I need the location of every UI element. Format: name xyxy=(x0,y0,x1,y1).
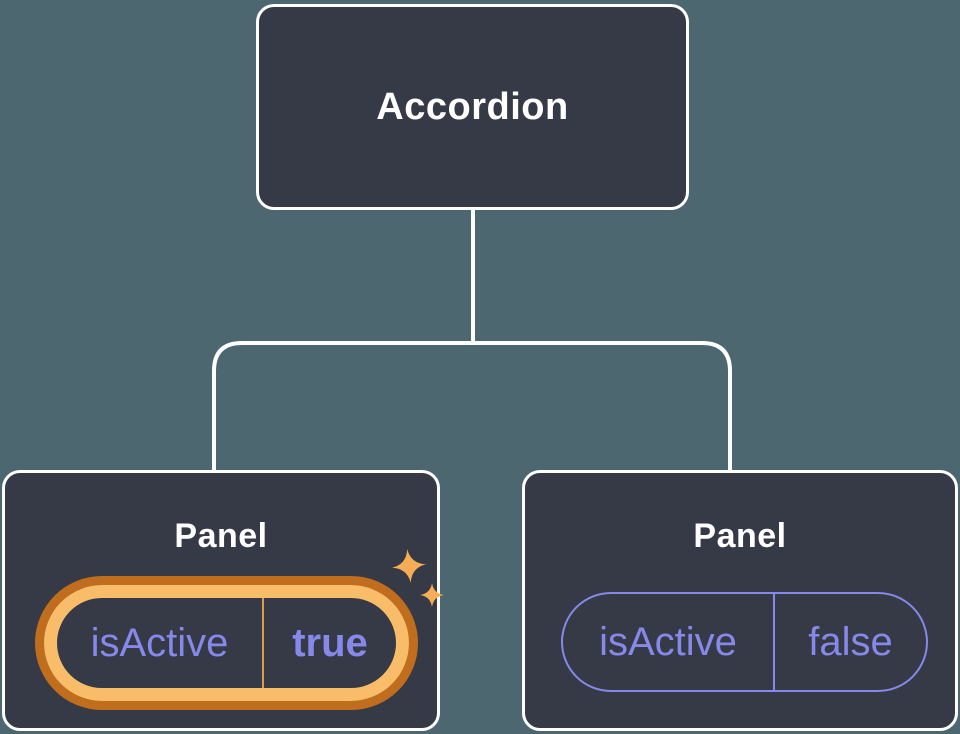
panel-label: Panel xyxy=(693,517,787,555)
state-pill-inactive: isActive false xyxy=(561,592,928,692)
panel-label: Panel xyxy=(174,517,268,555)
sparkle-large xyxy=(392,549,426,583)
prop-name-label: isActive xyxy=(90,621,229,665)
accordion-node-label: Accordion xyxy=(376,86,569,128)
prop-value-label: true xyxy=(292,621,368,665)
panel-node-inactive: Panel isActive false xyxy=(522,470,958,731)
pill-divider xyxy=(773,594,775,690)
sparkle-small xyxy=(420,583,444,607)
prop-value-label: false xyxy=(808,620,893,664)
connector-bracket xyxy=(212,341,732,471)
pill-divider xyxy=(262,598,264,688)
state-pill-active: isActive true xyxy=(44,585,409,701)
panel-node-active: Panel isActive true xyxy=(2,470,444,731)
sparkles-icon xyxy=(392,549,444,607)
accordion-node: Accordion xyxy=(256,4,689,210)
prop-name-label: isActive xyxy=(599,620,737,664)
